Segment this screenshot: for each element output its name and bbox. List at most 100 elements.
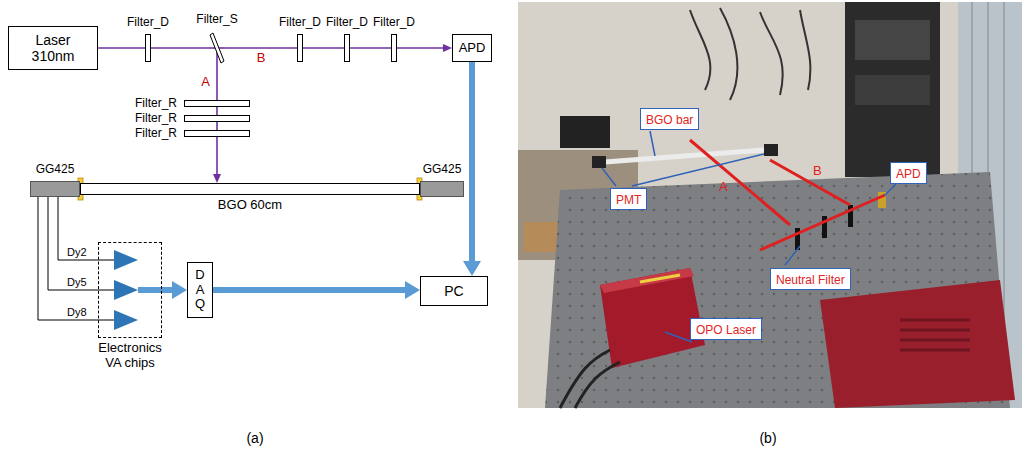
laser-beam: [397, 47, 443, 49]
wire: [98, 260, 114, 261]
pc-box: PC: [420, 276, 488, 306]
wire: [98, 320, 114, 321]
photo-callout: Neutral Filter: [770, 268, 851, 290]
laser-beam: [225, 47, 297, 49]
leader-line: [665, 332, 692, 342]
leader-line: [884, 184, 896, 196]
rack-unit: [855, 20, 930, 60]
leader-line: [632, 154, 764, 186]
node-label: Filter_D: [373, 16, 415, 30]
filter-plate: Filter_D: [145, 34, 151, 62]
edge-label: Dy2: [66, 246, 88, 259]
leader-line: [785, 246, 800, 265]
node-label: BGO bar: [646, 113, 693, 127]
beam-splitter: Filter_S: [209, 32, 225, 64]
laser-beam: [350, 47, 391, 49]
filter-plate: Filter_R: [184, 130, 250, 137]
photo-callout: PMT: [610, 188, 647, 210]
filter-plate: Filter_D: [391, 34, 397, 62]
node-label: Filter_R: [135, 127, 177, 141]
rack: [845, 2, 940, 177]
signal-wire: [38, 197, 98, 320]
data-arrow: [162, 287, 172, 293]
signal-wire: [58, 197, 98, 260]
splitter-plate: [209, 32, 225, 64]
beam-line-a: [690, 140, 790, 225]
node-label: OPO Laser: [696, 323, 756, 337]
laser-box: Laser 310nm: [8, 26, 98, 70]
pmt-block: GG425: [420, 181, 464, 197]
electronics-group: Electronics VA chips: [98, 242, 162, 338]
vent-grid: [900, 320, 970, 350]
photo-callout: OPO Laser: [690, 318, 762, 340]
data-bus: [138, 287, 163, 293]
edge-label: Dy8: [66, 306, 88, 319]
node-label: Filter_R: [135, 112, 177, 126]
laser-beam: [216, 64, 218, 100]
panel-caption: (a): [245, 430, 264, 446]
photo-callout: BGO bar: [640, 108, 699, 130]
laser-beam: [216, 137, 218, 174]
node-label: PC: [444, 283, 463, 299]
node-label: Electronics VA chips: [98, 341, 162, 371]
node-label: Filter_R: [135, 97, 177, 111]
amplifier-symbol: [114, 250, 138, 270]
node-label: APD: [896, 167, 921, 181]
node-label: PMT: [616, 193, 641, 207]
node-label: GG425: [36, 163, 75, 177]
pmt-right: [764, 144, 778, 156]
beam-line-b: [770, 160, 850, 205]
daq-box: D A Q: [187, 262, 213, 318]
cables: [560, 350, 620, 408]
node-label: BGO 60cm: [218, 198, 282, 213]
photo-path-letter: B: [812, 164, 823, 179]
data-arrow: [469, 62, 475, 261]
leader-line: [650, 131, 655, 156]
laser-stripe: [640, 275, 680, 282]
filter-plate: Filter_R: [184, 115, 250, 122]
signal-wire: [48, 197, 98, 290]
node-label: D A Q: [195, 268, 205, 313]
leader-line: [602, 168, 616, 186]
node-label: Filter_D: [127, 16, 169, 30]
panel-caption: (b): [758, 430, 777, 446]
photo-path-letter: A: [718, 180, 729, 195]
node-label: Filter_D: [326, 16, 368, 30]
laser-beam: [303, 47, 344, 49]
node-label: Filter_S: [196, 13, 237, 27]
detector-box: APD: [452, 34, 492, 62]
beam-line: [760, 195, 885, 250]
edge-label: A: [200, 75, 211, 90]
photo-callout: APD: [890, 162, 927, 184]
laser-beam: [151, 47, 209, 49]
amplifier-symbol: [114, 280, 138, 300]
node-label: APD: [459, 41, 486, 56]
filter-plate: Filter_D: [297, 34, 303, 62]
wall-cables: [690, 8, 810, 100]
laser-beam: [216, 107, 218, 115]
crystal-bar: BGO 60cm: [80, 183, 420, 195]
monitor: [560, 116, 610, 148]
pmt-left: [592, 156, 606, 168]
leader-lines: [602, 131, 896, 342]
node-label: GG425: [423, 163, 462, 177]
node-label: Neutral Filter: [776, 273, 845, 287]
wall: [518, 2, 1022, 408]
opo-laser-top: [600, 268, 694, 293]
splitter-glass: [210, 33, 224, 63]
laser-beam: [98, 47, 145, 49]
edge-label: B: [256, 51, 267, 66]
rack-unit: [855, 75, 930, 105]
laser-beam: [216, 122, 218, 130]
node-label: Filter_D: [279, 16, 321, 30]
edge-label: Dy5: [66, 276, 88, 289]
filter-plate: Filter_R: [184, 100, 250, 107]
node-label: Laser 310nm: [32, 32, 75, 64]
data-arrow: [213, 287, 405, 293]
wire: [98, 290, 114, 291]
filter-plate: Filter_D: [344, 34, 350, 62]
amplifier-symbol: [114, 310, 138, 330]
